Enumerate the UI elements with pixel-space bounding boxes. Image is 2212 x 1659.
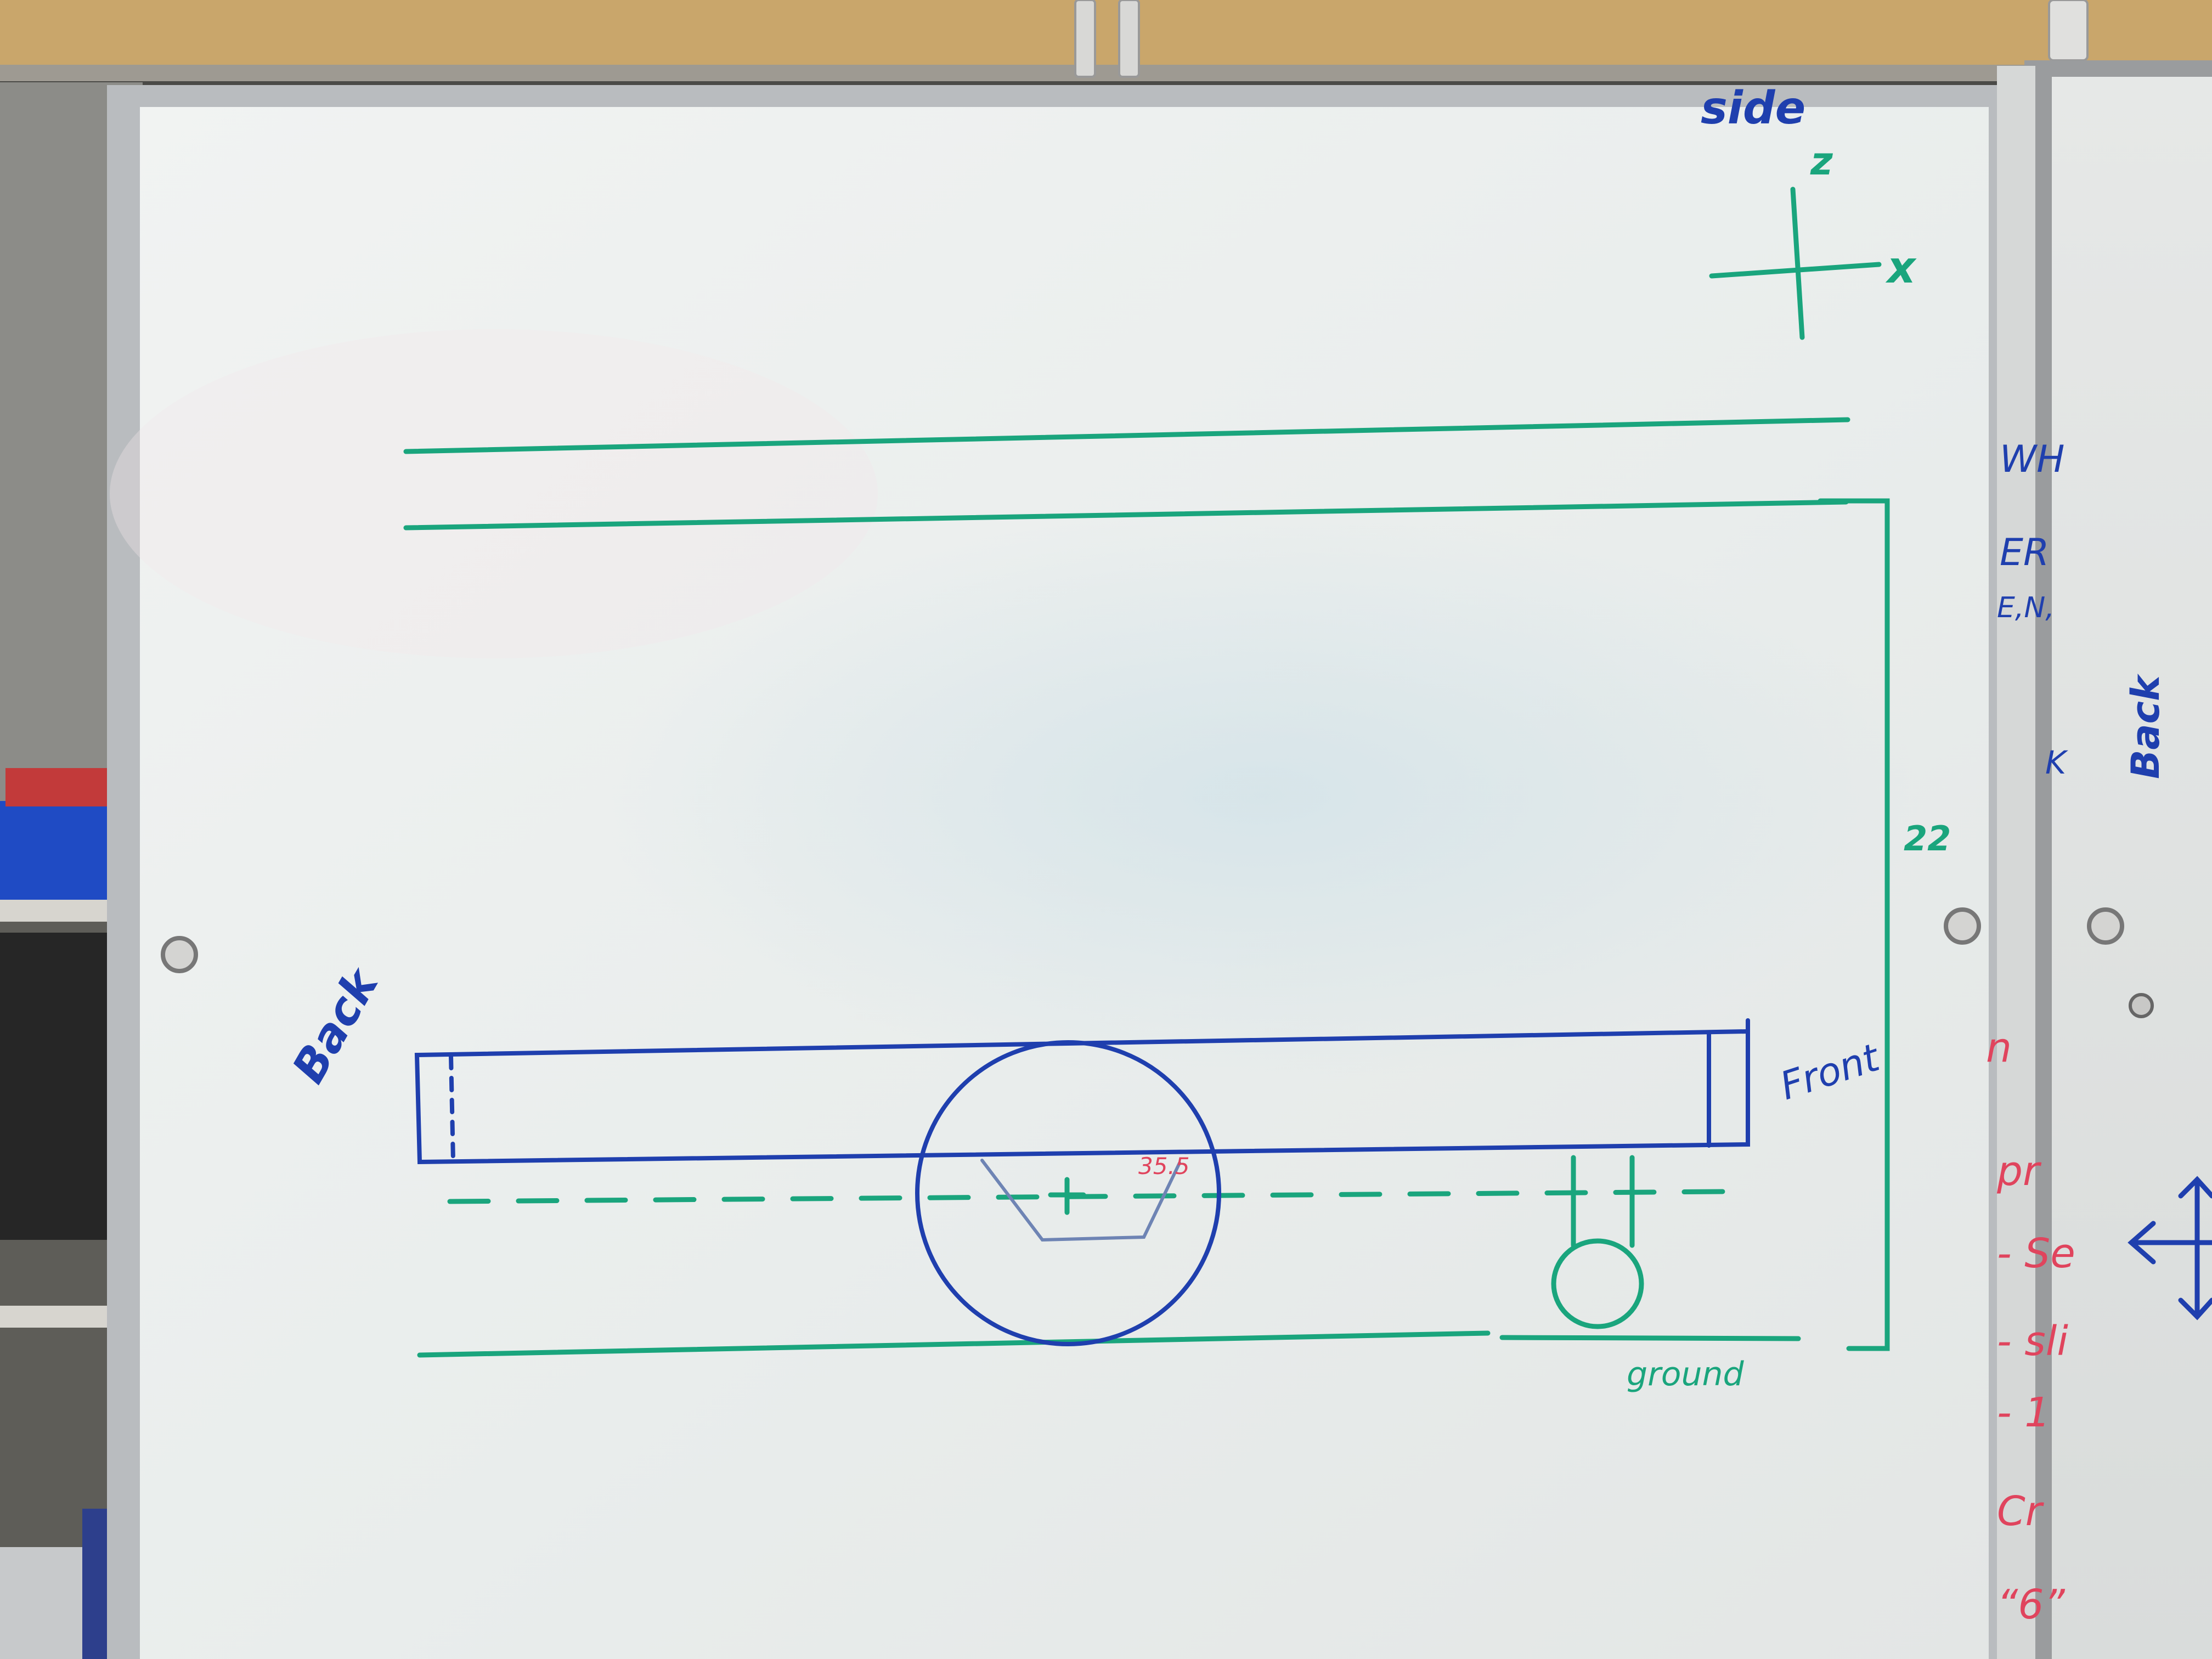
- red-note: - sli: [1997, 1318, 2068, 1365]
- left-edge-right-panel: [1997, 66, 2035, 1659]
- green-drawing: [403, 187, 1890, 1358]
- erase-smudge: [110, 329, 878, 658]
- wheel-dimension-label: 35.5: [1138, 1153, 1190, 1180]
- red-note: Cr: [1997, 1488, 2045, 1535]
- magnet: [1944, 907, 1981, 945]
- axle-centerline: [447, 1189, 1725, 1204]
- right-note: ER: [2000, 531, 2049, 574]
- chassis-back-edge: [449, 1054, 455, 1163]
- red-note: pr: [1996, 1148, 2042, 1195]
- right-board-surface: [2052, 77, 2212, 1659]
- second-rail-line: [403, 499, 1849, 531]
- erase-smudge: [603, 510, 1920, 1081]
- ground-line: [417, 1330, 1491, 1358]
- right-note: WH: [2000, 438, 2064, 481]
- rail-clip: [1074, 0, 1096, 78]
- height-dimension-bracket: [1818, 498, 1890, 1351]
- red-note: n: [1986, 1024, 2012, 1071]
- z-axis-label: z: [1810, 139, 1833, 184]
- caster-wheel: [1551, 1238, 1644, 1329]
- magnet: [2129, 993, 2154, 1018]
- chassis-body: [414, 1029, 1750, 1165]
- supplies-box: [0, 1547, 82, 1659]
- magnet: [2087, 907, 2124, 945]
- red-note: - 1: [1997, 1389, 2050, 1436]
- axis-horizontal: [1709, 262, 1882, 279]
- ground-line: [1499, 1335, 1801, 1341]
- double-arrow-icon: [2128, 1176, 2212, 1321]
- blue-drawing: [414, 1018, 1750, 1346]
- right-board-red-notes: n pr - Se - sli - 1 Cr “6”: [1986, 1024, 2075, 1628]
- right-board-notes: WH ER E,N, K Back: [1997, 438, 2168, 781]
- red-note: “6”: [1997, 1581, 2065, 1628]
- top-rail-line: [403, 417, 1850, 454]
- right-note: K: [2045, 744, 2068, 781]
- right-back-label: Back: [2123, 673, 2168, 779]
- right-note: E,N,: [1997, 591, 2055, 624]
- red-note: - Se: [1997, 1230, 2075, 1277]
- cork-rail: [0, 65, 2212, 81]
- side-label: side: [1701, 82, 1805, 134]
- cork-strip: [0, 0, 2212, 74]
- drive-wheel: [915, 1040, 1221, 1346]
- magnet: [161, 936, 198, 973]
- basket-items: [5, 768, 115, 806]
- height-dimension-label: 22: [1904, 819, 1951, 859]
- rail-clip: [2048, 0, 2089, 61]
- rail-clip: [1118, 0, 1140, 78]
- ground-label: ground: [1627, 1355, 1745, 1393]
- axis-vertical: [1790, 187, 1805, 340]
- x-axis-label: x: [1885, 242, 1917, 293]
- wheel-hub: [980, 1159, 1181, 1242]
